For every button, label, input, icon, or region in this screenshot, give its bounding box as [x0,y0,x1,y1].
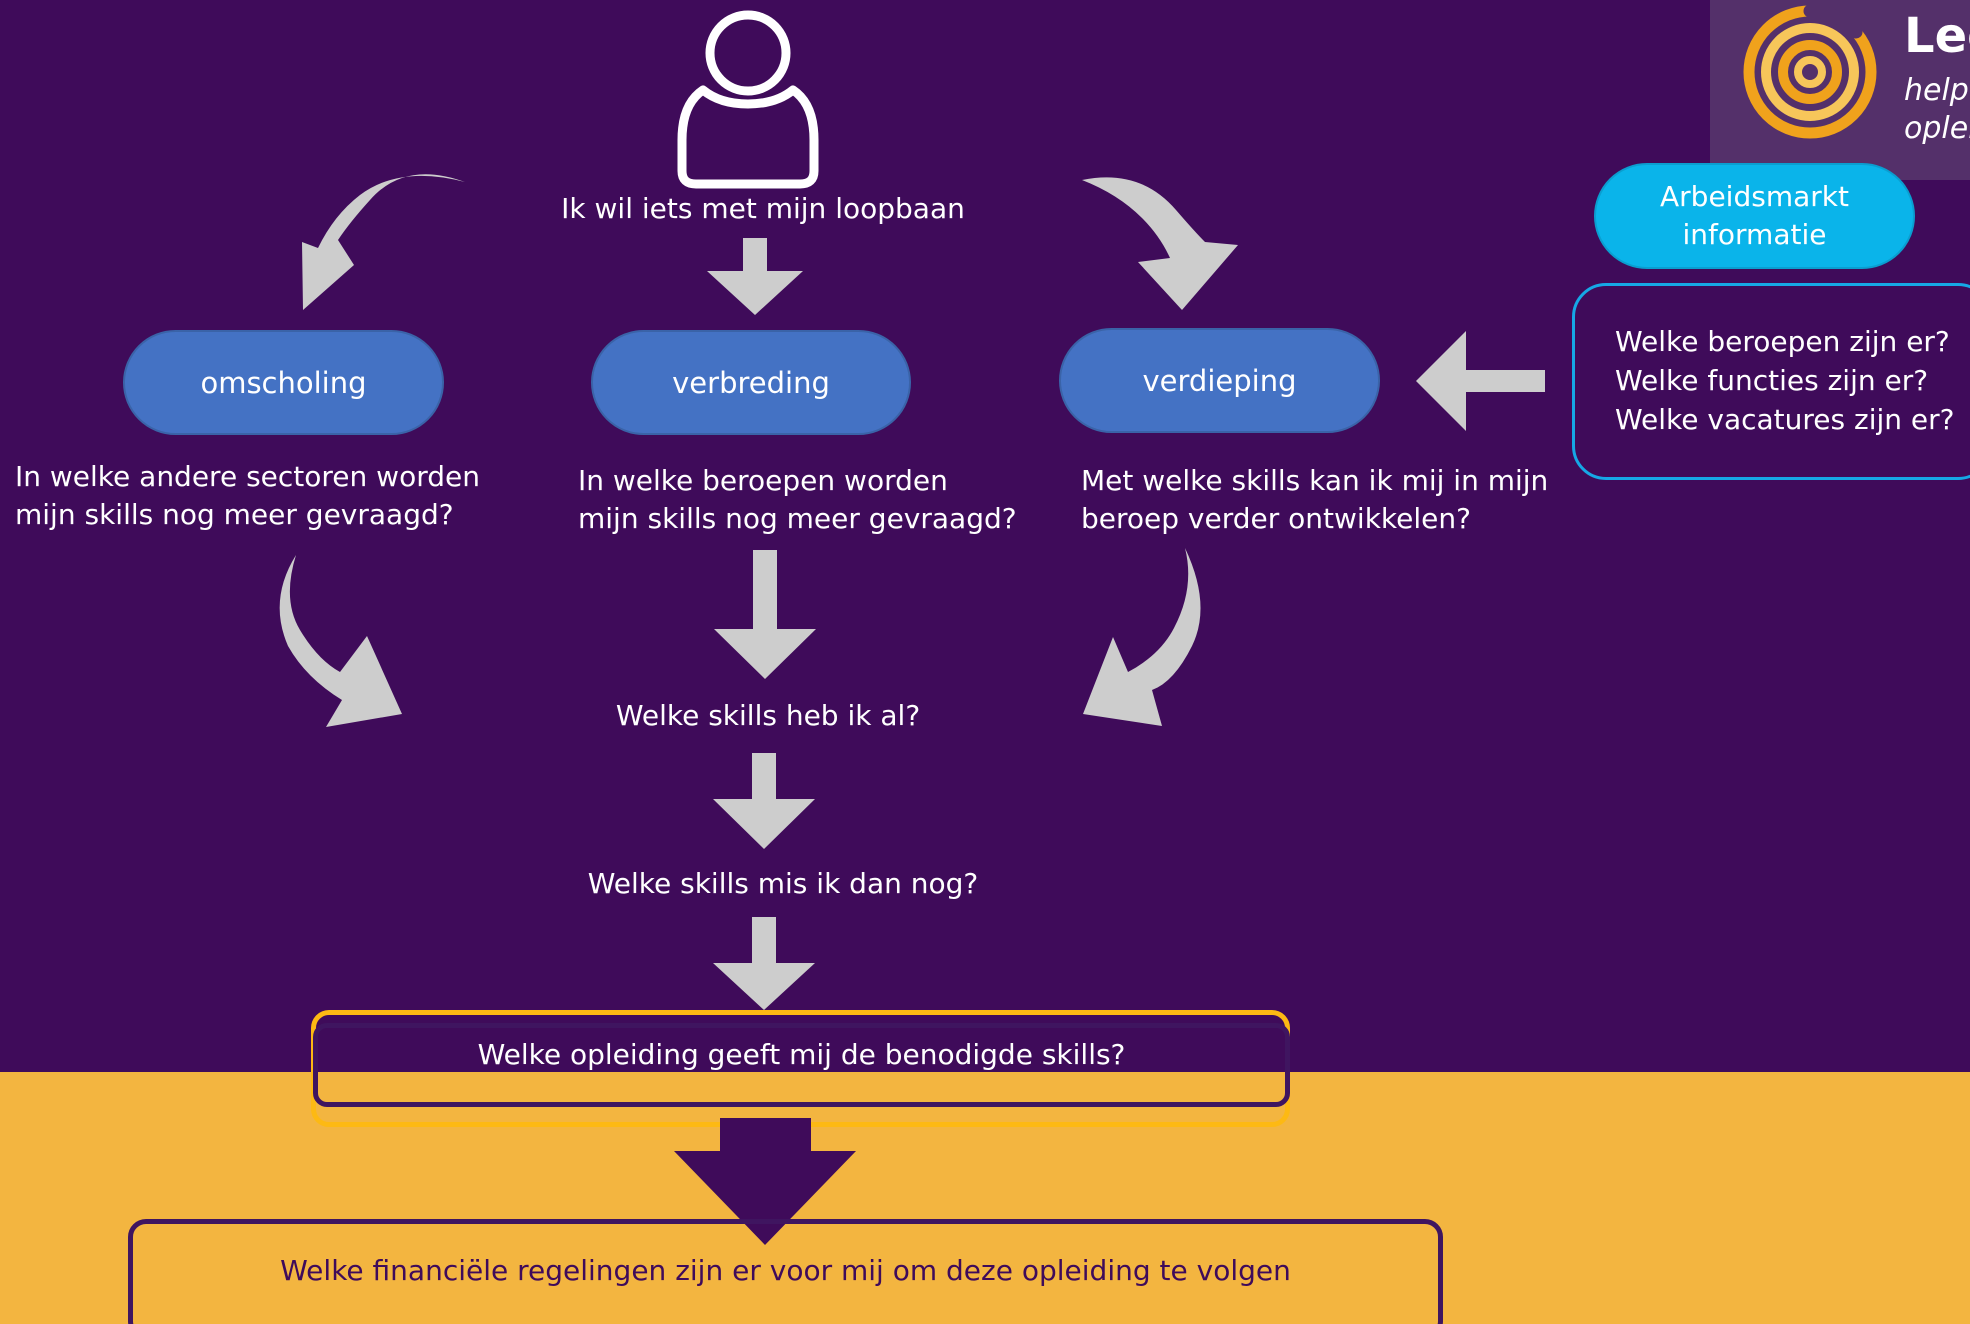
verbreding-question: In welke beroepen worden mijn skills nog… [578,462,1017,538]
verdieping-question: Met welke skills kan ik mij in mijn bero… [1081,462,1548,538]
info-line-2: Welke functies zijn er? [1615,364,1929,397]
info-lines: Welke beroepen zijn er? Welke functies z… [1615,322,1955,439]
omscholing-question-line2: mijn skills nog meer gevraagd? [15,498,454,531]
verdieping-question-line1: Met welke skills kan ik mij in mijn [1081,464,1549,497]
financial-box [128,1219,1443,1324]
arbeidsmarkt-line1: Arbeidsmarkt [1660,180,1849,213]
top-question: Ik wil iets met mijn loopbaan [561,192,965,225]
logo-subtitle: helpt opleid [1904,72,1970,148]
info-box [1572,283,1970,480]
logo-subtitle-line1: helpt [1904,73,1970,108]
info-line-3: Welke vacatures zijn er? [1615,403,1955,436]
skills-missing-question: Welke skills mis ik dan nog? [587,867,979,900]
verbreding-question-line2: mijn skills nog meer gevraagd? [578,502,1017,535]
arbeidsmarkt-line2: informatie [1682,218,1827,251]
verdieping-pill: verdieping [1059,328,1380,433]
education-question: Welke opleiding geeft mij de benodigde s… [477,1038,1126,1071]
omscholing-question-line1: In welke andere sectoren worden [15,460,480,493]
arbeidsmarkt-pill: Arbeidsmarkt informatie [1594,163,1915,269]
financial-question: Welke financiële regelingen zijn er voor… [280,1254,1291,1287]
logo-subtitle-line2: opleid [1904,111,1970,146]
verbreding-pill: verbreding [591,330,911,435]
verdieping-question-line2: beroep verder ontwikkelen? [1081,502,1471,535]
skills-have-question: Welke skills heb ik al? [615,699,921,732]
omscholing-question: In welke andere sectoren worden mijn ski… [15,458,480,534]
info-line-1: Welke beroepen zijn er? [1615,325,1950,358]
verbreding-question-line1: In welke beroepen worden [578,464,948,497]
logo-title: Lee [1904,8,1970,64]
omscholing-pill: omscholing [123,330,444,435]
education-box [313,1023,1290,1107]
